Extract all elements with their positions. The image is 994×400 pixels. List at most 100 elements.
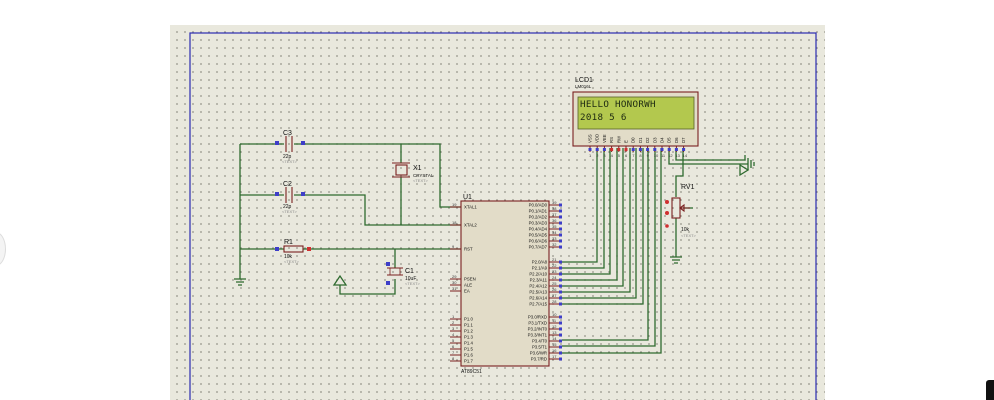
lcd-pin-number: 10: [654, 153, 659, 158]
mcu-pin-label: PSEN: [464, 277, 476, 282]
pin-marker: [559, 260, 562, 264]
mcu-pin-label: P1.5: [464, 347, 473, 352]
lcd-pin-label: RS: [609, 137, 614, 143]
pin-marker: [559, 245, 562, 249]
mcu-pin-number: 2: [452, 320, 455, 325]
mcu-pin-label: P1.7: [464, 359, 473, 364]
mcu-pin-label: P2.2/A10: [529, 272, 547, 277]
mcu-pin-label: P3.4/T0: [532, 339, 548, 344]
lcd-pin-label: D7: [681, 137, 686, 143]
pin-marker: [610, 148, 614, 151]
pin-marker: [559, 203, 562, 207]
mcu-pin-number: 13: [552, 330, 557, 335]
mcu-pin-label: XTAL1: [464, 205, 477, 210]
lcd-pin-label: E: [624, 140, 629, 143]
mcu-pin-label: P0.6/AD6: [529, 239, 548, 244]
pin-marker: [559, 209, 562, 213]
lcd-pin-label: D0: [631, 137, 636, 143]
pin-marker: [559, 227, 562, 231]
mcu-pin-label: P3.5/T1: [532, 345, 548, 350]
lcd-pin-number: 11: [661, 153, 666, 158]
u1-label: U1: [463, 194, 472, 201]
mcu-pin-number: 8: [452, 356, 455, 361]
lcd-screen-text: HELLO HONORWH 2018 5 6: [580, 99, 692, 129]
mcu-pin-label: P3.7/RD: [531, 357, 547, 362]
resistor-r1[interactable]: R1 10k <TEXT>: [275, 239, 311, 264]
corner-widget[interactable]: [986, 380, 994, 400]
pin-marker: [559, 290, 562, 294]
mcu-pin-number: 3: [452, 326, 455, 331]
mcu-pin-label: P3.0/RXD: [528, 315, 547, 320]
pin-marker: [559, 272, 562, 276]
mcu-pin-label: RST: [464, 247, 473, 252]
mcu-pin-number: 19: [452, 202, 457, 207]
mcu-pin-label: P0.3/AD3: [529, 221, 548, 226]
mcu-pin-label: ALE: [464, 283, 472, 288]
r1-label: R1: [284, 239, 293, 246]
mcu-pin-number: 16: [552, 348, 557, 353]
mcu-pin-label: P2.1/A9: [532, 266, 548, 271]
c1-value: 10uF: [405, 276, 416, 282]
mcu-pin-label: P1.0: [464, 317, 473, 322]
mcu-pin-label: P0.4/AD4: [529, 227, 548, 232]
mcu-pin-label: P0.0/AD0: [529, 203, 548, 208]
c2-label: C2: [283, 181, 292, 188]
pin-marker: [559, 321, 562, 325]
crystal-x1[interactable]: X1 CRYSTAL <TEXT>: [392, 162, 434, 183]
pin-marker: [646, 148, 650, 151]
mcu-pin-number: 18: [452, 220, 457, 225]
pin-marker: [559, 215, 562, 219]
pin-marker: [559, 278, 562, 282]
mcu-pin-number: 15: [552, 342, 557, 347]
lcd-pin-label: VEE: [602, 134, 607, 143]
pin-marker: [559, 351, 562, 355]
mcu-pin-label: P0.2/AD2: [529, 215, 548, 220]
pin-marker: [602, 148, 606, 151]
lcd-part: LM016L: [575, 84, 592, 89]
lcd-pin-number: 14: [683, 153, 688, 158]
lcd-pin-label: D4: [660, 137, 665, 143]
capacitor-c3[interactable]: C3 22p <TEXT>: [275, 130, 305, 164]
lcd-pin-label: D5: [667, 137, 672, 143]
lcd-pin-label: D2: [645, 137, 650, 143]
r1-value: 10k: [284, 254, 293, 260]
rv1-value: 10k: [681, 227, 690, 233]
capacitor-c2[interactable]: C2 22p <TEXT>: [275, 181, 305, 214]
pin-marker: [559, 345, 562, 349]
lcd-pin-number: 2: [596, 153, 599, 158]
mcu-right-pins: 39P0.0/AD038P0.1/AD137P0.2/AD236P0.3/AD3…: [528, 200, 562, 362]
power-arrow-icon: [739, 163, 750, 177]
pin-marker: [617, 148, 621, 151]
lcd-pin-label: RW: [616, 135, 621, 143]
mcu-pin-number: 25: [552, 281, 557, 286]
mcu-pin-number: 23: [552, 269, 557, 274]
mcu-pin-number: 31: [452, 286, 457, 291]
mcu-pin-number: 1: [452, 314, 455, 319]
mcu-pin-label: P2.6/A14: [529, 296, 547, 301]
mcu-pin-number: 6: [452, 344, 455, 349]
lcd-pin-number: 5: [618, 153, 621, 158]
mcu-pin-number: 11: [552, 318, 557, 323]
mcu-pin-label: P0.1/AD1: [529, 209, 548, 214]
mcu-pin-number: 29: [452, 274, 457, 279]
r1-text: <TEXT>: [284, 259, 300, 264]
lcd-pin-number: 3: [603, 153, 606, 158]
lcd-pin-number: 1: [589, 153, 592, 158]
mcu-pin-number: 38: [552, 206, 557, 211]
pin-marker: [674, 148, 678, 151]
lcd-screen: [577, 96, 695, 130]
potentiometer-rv1[interactable]: RV1 10k <TEXT>: [665, 184, 697, 238]
mcu-pin-number: 39: [552, 200, 557, 205]
rv1-text: <TEXT>: [681, 233, 697, 238]
mcu-pin-label: P3.1/TXD: [528, 321, 547, 326]
lcd-display[interactable]: LCD1 LM016L VSS1VDD2VEE3RS4RW5E6D07D18D2…: [572, 77, 699, 158]
pin-marker: [631, 148, 635, 151]
capacitor-c1[interactable]: C1 10uF <TEXT>: [386, 262, 421, 286]
mcu-pin-number: 12: [552, 324, 557, 329]
mcu-pin-number: 7: [452, 350, 455, 355]
pin-marker: [559, 284, 562, 288]
power-arrow-icon: [332, 274, 348, 286]
